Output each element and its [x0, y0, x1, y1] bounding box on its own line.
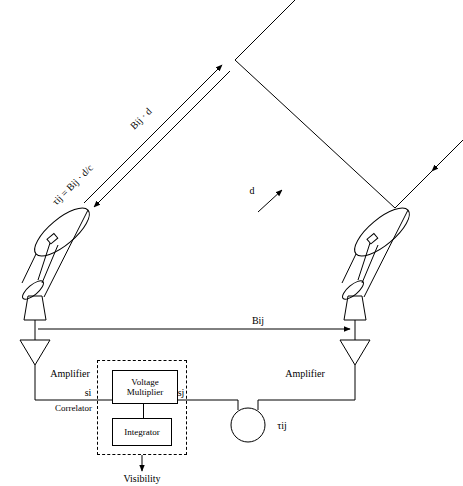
dish-antenna: [20, 200, 97, 320]
feed-wire: [35, 320, 36, 340]
signal-wire: [35, 365, 112, 400]
delay-loop: [231, 408, 265, 442]
amplifier-symbol: [20, 340, 50, 365]
vector-label: d: [250, 185, 255, 196]
ray-line: [235, 0, 295, 60]
correlator-box: CorrelatorVoltage MultiplierIntegrator: [97, 360, 187, 455]
group-label: Correlator: [55, 402, 92, 412]
signal-wire: [172, 400, 238, 410]
signal-label: sj: [178, 387, 185, 398]
amplifier-label: Amplifier: [285, 368, 324, 379]
amplifier-label: Amplifier: [50, 368, 89, 379]
direction-arrow: [258, 190, 282, 212]
path-arrow: [94, 71, 230, 207]
ray-line: [395, 140, 463, 208]
baseline-arrow: [38, 329, 350, 330]
wavefront-line: [235, 60, 395, 208]
output-arrow: [142, 455, 143, 471]
integrator-box: Integrator: [112, 418, 172, 446]
path-length-label: Bij · d: [128, 105, 154, 131]
box-label: Integrator: [124, 427, 159, 437]
multiplier-box: Voltage Multiplier: [112, 370, 178, 404]
signal-label: si: [85, 387, 92, 398]
dish-antenna: [340, 200, 417, 320]
amplifier-symbol: [340, 340, 370, 365]
box-label: Voltage Multiplier: [113, 377, 177, 398]
path-arrow: [84, 65, 222, 203]
feed-wire: [355, 320, 356, 340]
connector-line: [143, 404, 144, 418]
output-label: Visibility: [123, 473, 160, 484]
delay-label: τij: [277, 420, 287, 431]
ray-arrow: [432, 140, 463, 171]
baseline-label: Bij: [252, 315, 264, 326]
signal-wire: [258, 365, 355, 410]
